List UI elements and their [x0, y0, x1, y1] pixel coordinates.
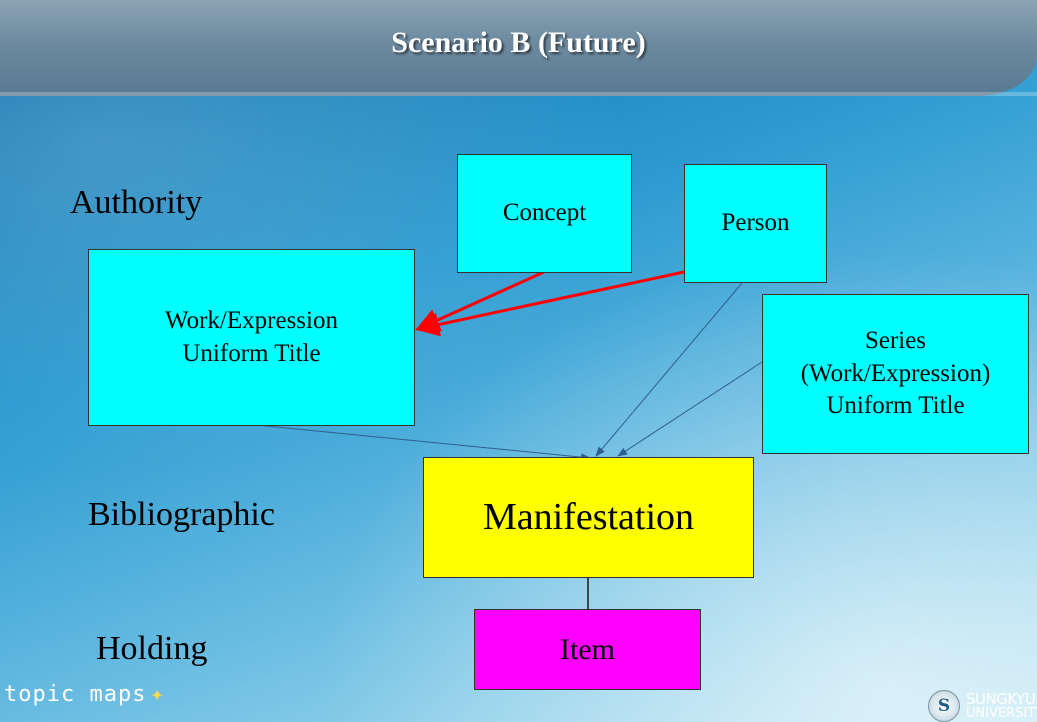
university-name-line1: SUNGKYUNKWAN — [966, 690, 1037, 708]
manifestation-box: Manifestation — [423, 457, 754, 578]
arrow-work-to-manifestation — [255, 424, 591, 462]
work-expression-label: Work/Expression — [165, 307, 338, 334]
concept-box: Concept — [457, 154, 632, 273]
person-box: Person — [684, 164, 827, 283]
person-label: Person — [721, 209, 790, 237]
university-seal-icon: S — [928, 690, 960, 722]
topic-maps-logo: topic maps ✦ — [4, 682, 165, 707]
work-expression-box: Work/Expression Uniform Title — [88, 249, 415, 426]
item-label: Item — [560, 633, 615, 666]
slide-title: Scenario B (Future) — [391, 26, 646, 59]
concept-label: Concept — [502, 199, 587, 227]
level-label-authority: Authority — [70, 184, 203, 221]
uniform-title-label: Uniform Title — [182, 339, 321, 367]
university-name-line2: UNIVERSITY — [966, 706, 1037, 721]
item-box: Item — [474, 609, 701, 690]
arrow-series-to-manifestation — [617, 361, 763, 457]
level-label-bibliographic: Bibliographic — [88, 496, 275, 533]
topic-maps-logo-icon: ✦ — [150, 682, 165, 707]
series-label: Series — [864, 327, 927, 355]
topic-maps-logo-text: topic maps — [4, 682, 147, 707]
series-uniform-title-label: Uniform Title — [826, 392, 965, 420]
arrow-person-to-manifestation — [595, 282, 743, 457]
series-work-expression-label: (Work/Expression) — [800, 359, 991, 387]
manifestation-label: Manifestation — [482, 495, 695, 538]
title-bar — [0, 0, 1037, 96]
sungkyunkwan-logo: S SUNGKYUNKWAN UNIVERSITY — [928, 690, 1037, 722]
arrow-concept-to-work — [415, 270, 545, 332]
level-label-holding: Holding — [96, 630, 208, 667]
arrow-person-to-work — [415, 270, 685, 337]
series-box: Series (Work/Expression) Uniform Title — [762, 294, 1029, 454]
